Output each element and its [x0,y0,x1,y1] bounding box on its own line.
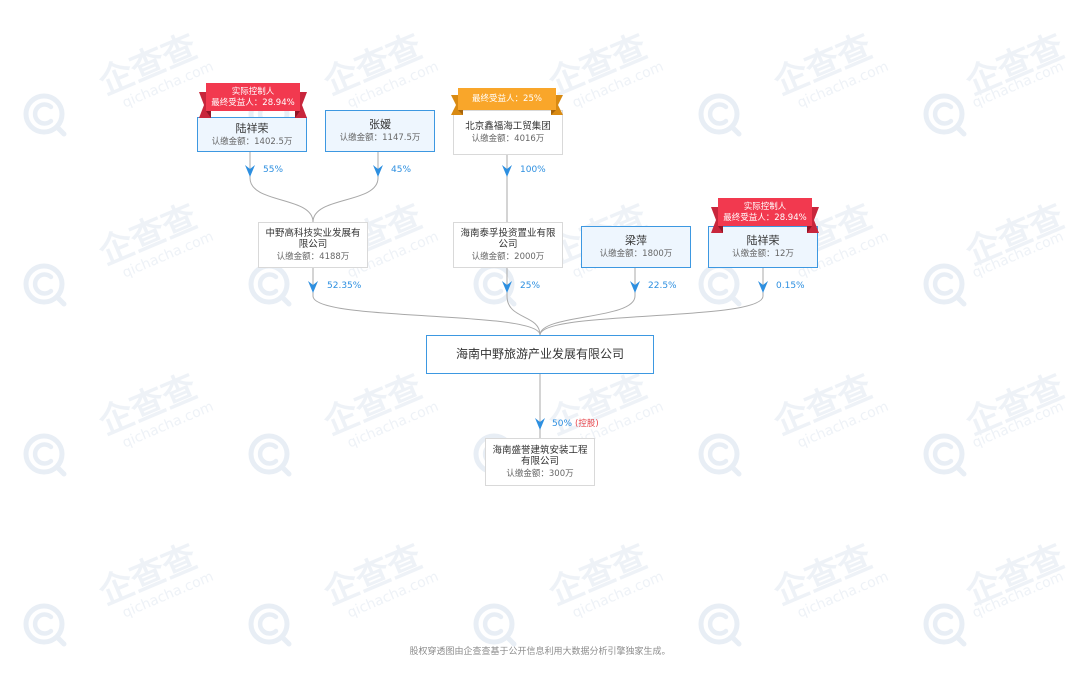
watermark-logo-icon [247,432,293,478]
node-name: 中野高科技实业发展有限公司 [265,227,361,250]
actual-controller-badge: 实际控制人 最终受益人：28.94% [199,83,307,119]
watermark-logo-icon [922,262,968,308]
ribbon-shape [199,83,307,118]
target-company-node[interactable]: 海南中野旅游产业发展有限公司 [426,335,654,374]
edge-percent-label: 50%(控股) [552,419,599,430]
watermark-logo-icon [22,432,68,478]
badge-text: 实际控制人 最终受益人：28.94% [718,202,812,223]
arrow-down-icon [308,281,318,293]
footer-note: 股权穿透图由企查查基于公开信息利用大数据分析引擎独家生成。 [409,647,671,657]
watermark-logo-icon [22,602,68,648]
badge-title: 实际控制人 [231,87,275,97]
edge-percent-label: 52.35% [327,281,362,291]
node-name: 陆祥荣 [235,121,269,135]
node-name: 海南泰孚投资置业有限公司 [460,227,556,250]
node-name: 海南盛誉建筑安装工程有限公司 [492,444,588,467]
watermark-logo-icon [922,432,968,478]
arrow-down-icon [630,281,640,293]
node-amount: 认缴金额：4016万 [471,133,545,144]
shareholder-node-beijing-xinfuhai[interactable]: 北京鑫福海工贸集团 认缴金额：4016万 [453,110,563,155]
ribbon-shape [451,88,563,115]
watermark-logo-icon [922,602,968,648]
target-company-name: 海南中野旅游产业发展有限公司 [455,347,624,361]
node-name: 梁萍 [625,234,647,247]
node-name: 陆祥荣 [746,234,780,247]
badge-beneficiary: 最终受益人：25% [472,93,542,104]
shareholder-node-liang-ping[interactable]: 梁萍 认缴金额：1800万 [581,226,691,268]
edge-line [539,268,764,336]
watermark-logo-icon [247,602,293,648]
edge-percent-value: 50% [552,419,573,429]
shareholder-node-zhongye-gaokeji[interactable]: 中野高科技实业发展有限公司 认缴金额：4188万 [258,222,368,268]
node-name: 北京鑫福海工贸集团 [465,120,551,132]
watermark-logo-icon [922,92,968,138]
beneficiary-badge: 最终受益人：25% [451,88,563,116]
badge-text: 实际控制人 最终受益人：28.94% [206,87,300,108]
edge-percent-label: 22.5% [648,281,677,291]
node-amount: 认缴金额：1147.5万 [339,133,421,143]
arrow-down-icon [245,165,255,177]
shareholder-node-zhang-ai[interactable]: 张嫒 认缴金额：1147.5万 [325,110,435,152]
watermark-logo-icon [697,92,743,138]
badge-beneficiary: 最终受益人：28.94% [211,97,295,108]
holding-tag: (控股) [575,419,599,429]
watermark-logo-icon [22,92,68,138]
node-amount: 认缴金额：1800万 [599,249,673,259]
edge-line [539,268,636,336]
ribbon-shape [711,198,819,233]
edge-line [312,268,541,336]
node-name: 张嫒 [369,118,391,131]
edge-percent-label: 45% [391,165,412,175]
shareholder-node-hainan-taifu[interactable]: 海南泰孚投资置业有限公司 认缴金额：2000万 [453,222,563,268]
shareholder-node-lu-xiangrong-1[interactable]: 陆祥荣 认缴金额：1402.5万 [197,117,307,152]
subsidiary-node-hainan-shengyu[interactable]: 海南盛誉建筑安装工程有限公司 认缴金额：300万 [485,438,595,486]
watermark-logo-icon [697,602,743,648]
shareholder-node-lu-xiangrong-2[interactable]: 陆祥荣 认缴金额：12万 [708,226,818,268]
edge-percent-label: 0.15% [776,281,805,291]
node-amount: 认缴金额：4188万 [276,251,350,262]
badge-title: 实际控制人 [743,202,787,212]
node-amount: 认缴金额：300万 [506,468,574,479]
edge-line [506,268,541,336]
actual-controller-badge: 实际控制人 最终受益人：28.94% [711,198,819,234]
arrow-down-icon [535,418,545,430]
edge-line [249,152,314,223]
edge-percent-label: 100% [520,165,546,175]
edge-line [312,152,379,223]
arrow-down-icon [758,281,768,293]
arrow-down-icon [373,165,383,177]
watermark-logo-icon [472,602,518,648]
edge-percent-label: 55% [263,165,284,175]
node-amount: 认缴金额：2000万 [471,251,545,262]
arrow-down-icon [502,281,512,293]
badge-beneficiary: 最终受益人：28.94% [723,212,807,223]
edge-percent-label: 25% [520,281,541,291]
arrow-down-icon [502,165,512,177]
watermark-logo-icon [697,432,743,478]
watermark-logo-icon [22,262,68,308]
node-amount: 认缴金额：1402.5万 [211,136,293,147]
node-amount: 认缴金额：12万 [732,249,794,259]
